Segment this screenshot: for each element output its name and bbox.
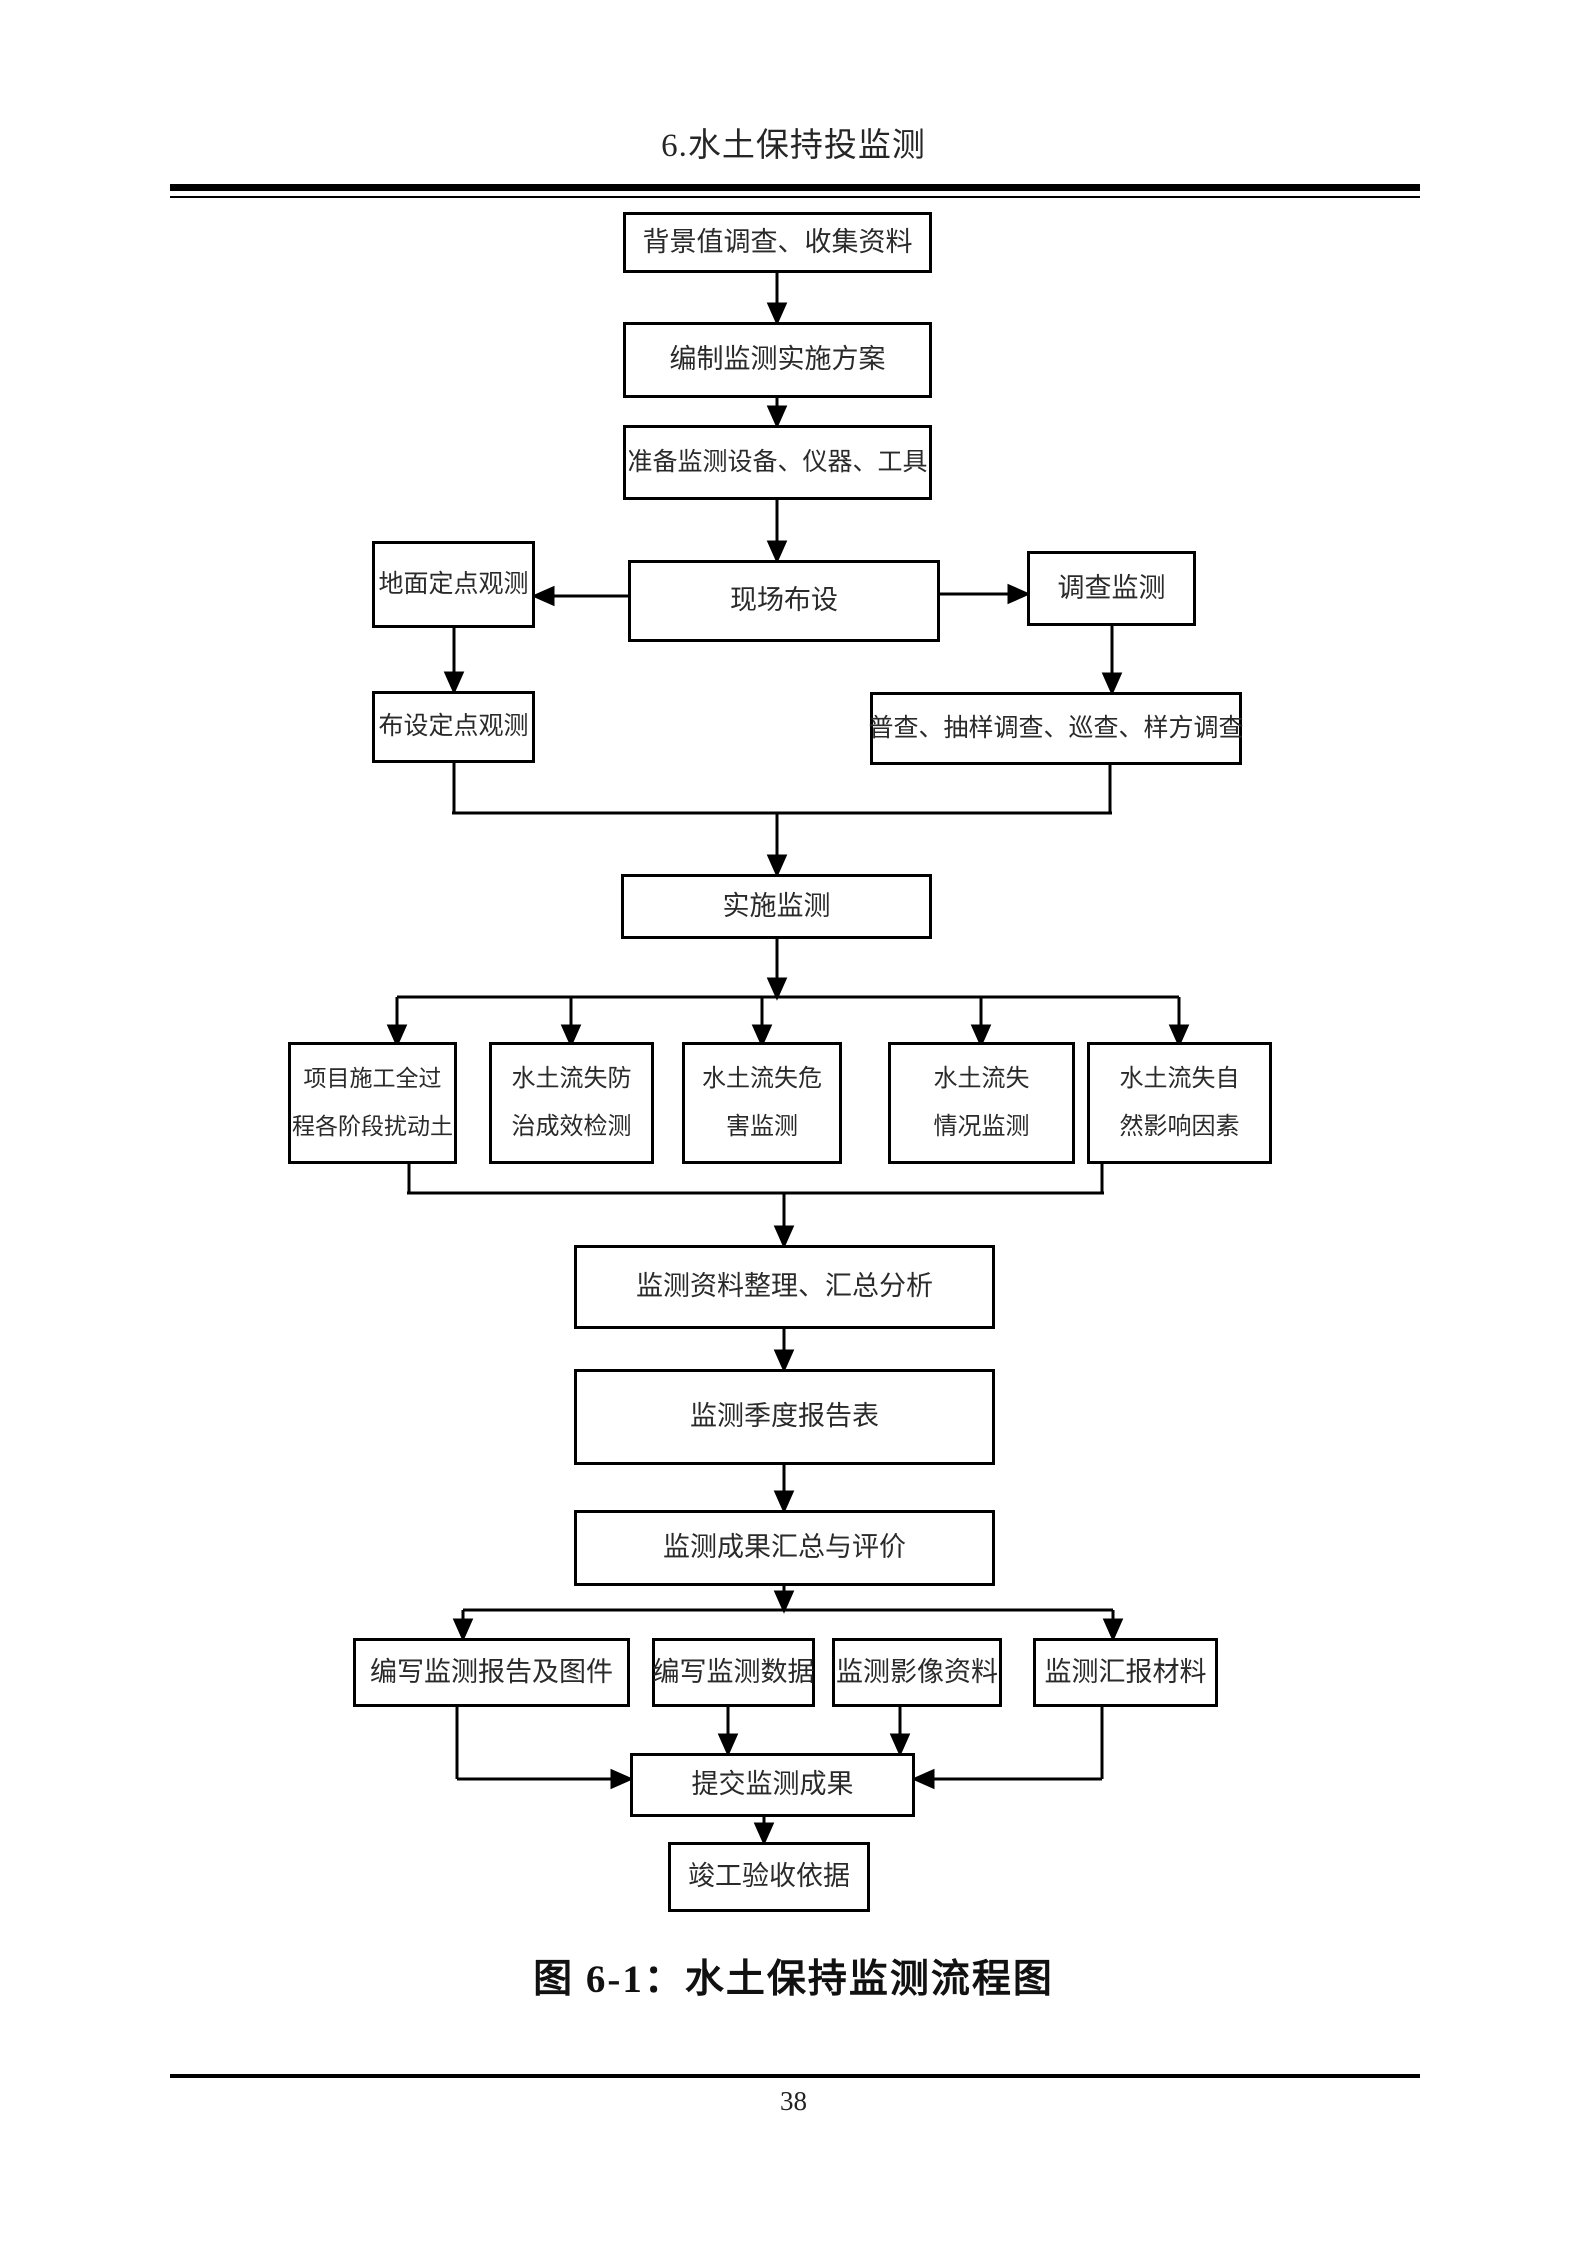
flow-node-erosion-natural-factors: 水土流失自 然影响因素 xyxy=(1087,1042,1272,1164)
flow-node-briefing-materials: 监测汇报材料 xyxy=(1033,1638,1218,1707)
flow-node-implement-monitoring: 实施监测 xyxy=(621,874,932,939)
flow-node-label-line1: 水土流失危 xyxy=(702,1065,822,1092)
flow-node-label: 监测季度报告表 xyxy=(690,1401,879,1432)
flow-node-data-collation-analysis: 监测资料整理、汇总分析 xyxy=(574,1245,995,1329)
header-rule-thin xyxy=(170,196,1420,198)
flow-node-erosion-situation-monitoring: 水土流失 情况监测 xyxy=(888,1042,1075,1164)
flow-node-label-line1: 水土流失 xyxy=(933,1065,1030,1092)
flow-node-submit-results: 提交监测成果 xyxy=(630,1753,915,1817)
flow-node-label: 地面定点观测 xyxy=(378,570,529,598)
flow-node-label-line1: 水土流失防 xyxy=(511,1065,632,1092)
flow-node-label-line2: 程各阶段扰动土 xyxy=(292,1113,453,1139)
flow-node-monitoring-imagery: 监测影像资料 xyxy=(832,1638,1002,1707)
flow-node-label-line2: 治成效检测 xyxy=(511,1114,632,1141)
flow-node-survey-monitoring: 调查监测 xyxy=(1027,551,1196,626)
flow-node-results-summary-evaluation: 监测成果汇总与评价 xyxy=(574,1510,995,1586)
flow-node-label: 实施监测 xyxy=(722,890,831,921)
flow-node-label: 编写监测报告及图件 xyxy=(370,1656,613,1687)
flow-node-label: 监测汇报材料 xyxy=(1044,1656,1207,1687)
flow-node-label: 编制监测实施方案 xyxy=(669,344,886,375)
flow-node-label-line2: 然影响因素 xyxy=(1119,1114,1240,1141)
flow-node-census-sampling: 普查、抽样调查、巡查、样方调查 xyxy=(868,692,1244,765)
flow-node-completion-acceptance-basis: 竣工验收依据 xyxy=(668,1842,870,1912)
flow-node-prepare-equipment: 准备监测设备、仪器、工具 xyxy=(623,425,932,500)
flow-node-ground-observation: 地面定点观测 xyxy=(372,541,535,628)
flow-node-label-line1: 项目施工全过 xyxy=(303,1065,442,1091)
page-number: 38 xyxy=(780,2086,807,2116)
flow-node-write-report-drawings: 编写监测报告及图件 xyxy=(353,1638,630,1707)
footer-rule xyxy=(170,2074,1420,2078)
flow-node-write-monitoring-data: 编写监测数据 xyxy=(652,1638,815,1707)
flow-node-site-layout: 现场布设 xyxy=(628,560,940,642)
flow-node-label: 背景值调查、收集资料 xyxy=(642,226,913,257)
flow-node-label: 调查监测 xyxy=(1057,572,1166,603)
flow-node-erosion-hazard-monitoring: 水土流失危 害监测 xyxy=(682,1042,842,1164)
flow-node-label: 现场布设 xyxy=(730,585,838,616)
flow-node-control-effect-detection: 水土流失防 治成效检测 xyxy=(489,1042,654,1164)
page-header-title: 6.水土保持投监测 xyxy=(661,128,926,164)
flow-node-label: 监测影像资料 xyxy=(836,1656,998,1687)
flow-node-background-survey: 背景值调查、收集资料 xyxy=(623,212,932,273)
flow-node-label: 普查、抽样调查、巡查、样方调查 xyxy=(868,714,1244,742)
figure-caption: 图 6-1：水土保持监测流程图 xyxy=(533,1958,1054,2001)
flow-node-quarterly-report: 监测季度报告表 xyxy=(574,1369,995,1465)
flow-node-disturbed-soil-all-stages: 项目施工全过 程各阶段扰动土 xyxy=(288,1042,457,1164)
flow-node-label: 布设定点观测 xyxy=(378,713,529,741)
flow-node-label: 准备监测设备、仪器、工具 xyxy=(627,448,928,476)
flow-node-label-line2: 害监测 xyxy=(726,1114,798,1141)
flow-node-fixed-point-observation: 布设定点观测 xyxy=(372,691,535,763)
flow-node-label: 监测成果汇总与评价 xyxy=(663,1532,906,1563)
header-rule-thick xyxy=(170,184,1420,191)
flow-node-label-line2: 情况监测 xyxy=(933,1114,1030,1141)
flow-node-label-line1: 水土流失自 xyxy=(1119,1065,1240,1092)
flow-node-label: 提交监测成果 xyxy=(691,1769,854,1800)
flow-node-label: 编写监测数据 xyxy=(652,1656,815,1687)
flow-node-label: 监测资料整理、汇总分析 xyxy=(636,1271,933,1302)
flow-node-compile-plan: 编制监测实施方案 xyxy=(623,322,932,398)
flow-node-label: 竣工验收依据 xyxy=(688,1861,850,1892)
